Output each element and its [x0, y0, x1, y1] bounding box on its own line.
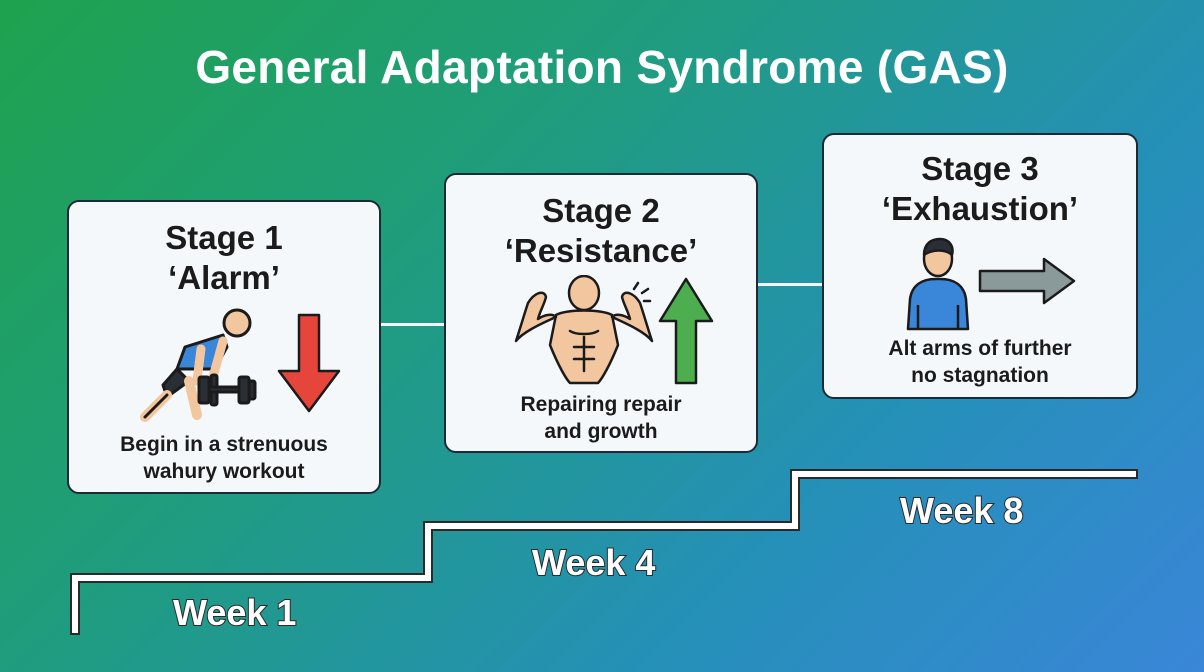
stage-number: Stage 2	[542, 192, 660, 229]
stage-card-resistance: Stage 2 ‘Resistance’ Repairing repair an…	[444, 173, 758, 453]
stage-name: ‘Resistance’	[504, 232, 698, 269]
stage-name: ‘Exhaustion’	[881, 190, 1079, 227]
person-standing-icon	[906, 237, 1076, 331]
stage-number: Stage 3	[921, 150, 1039, 187]
stage-card-alarm: Stage 1 ‘Alarm’ Begin in a strenuous wah…	[67, 200, 381, 494]
stage-name: ‘Alarm’	[168, 259, 280, 296]
stage-description-line2: wahury workout	[143, 460, 305, 483]
week-label-4: Week 4	[531, 541, 656, 584]
week-label-8: Week 8	[899, 489, 1024, 532]
stage-number: Stage 1	[165, 219, 283, 256]
connector-1-2	[381, 323, 444, 326]
connector-2-3	[758, 283, 822, 286]
stage-description-line2: and growth	[544, 420, 658, 443]
person-lifting-dumbbell-icon	[140, 308, 341, 422]
stage-description-line1: Begin in a strenuous	[120, 433, 328, 456]
gray-right-arrow	[978, 257, 1076, 305]
red-down-arrow	[277, 313, 341, 413]
green-up-arrow	[658, 277, 714, 385]
stage-card-exhaustion: Stage 3 ‘Exhaustion’ Alt arms of further…	[822, 133, 1138, 399]
stage-description-line1: Alt arms of further	[888, 337, 1072, 360]
flexing-muscles-icon	[514, 275, 714, 385]
stage-description-line2: no stagnation	[911, 364, 1049, 387]
stage-description-line1: Repairing repair	[520, 393, 682, 416]
week-label-1: Week 1	[172, 591, 297, 634]
diagram-title: General Adaptation Syndrome (GAS)	[195, 41, 1009, 93]
